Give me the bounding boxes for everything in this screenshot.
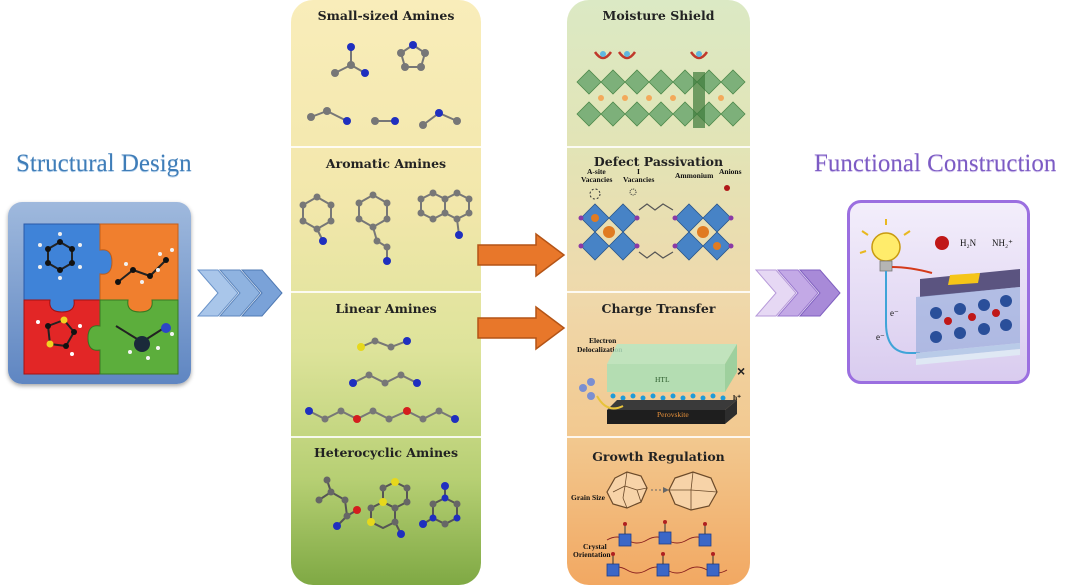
i-vacancies-label: Vacancies xyxy=(623,175,655,184)
anions-label: Anions xyxy=(719,167,742,176)
small-amine-molecules xyxy=(307,41,461,129)
amine-types-panel: Small-sized Amines Aromatic Amines Linea… xyxy=(291,0,481,585)
function-panel: Moisture Shield Defect Passivation Charg… xyxy=(567,0,750,585)
defect-passivation-illustration xyxy=(578,185,734,261)
section-divider xyxy=(567,146,750,148)
small-amines-title: Small-sized Amines xyxy=(317,8,455,23)
structural-design-title: Structural Design xyxy=(16,150,192,177)
growth-regulation-title: Growth Regulation xyxy=(592,449,725,464)
hole-label: h⁺ xyxy=(733,393,742,402)
arrow-right-icon xyxy=(477,232,566,278)
arrow-right-icon xyxy=(477,305,566,351)
perovskite-label: Perovskite xyxy=(657,410,689,419)
charge-transfer-title: Charge Transfer xyxy=(601,301,716,316)
linear-amine-molecules xyxy=(305,337,459,423)
electron-label: Electron xyxy=(589,336,617,345)
functional-construction-title: Functional Construction xyxy=(814,150,1057,177)
growth-regulation-illustration xyxy=(606,471,728,577)
orientation-label: Orientation xyxy=(573,550,611,559)
section-divider xyxy=(567,291,750,293)
a-site-vacancies-label: Vacancies xyxy=(581,175,613,184)
i-label: I xyxy=(637,167,640,176)
electron-symbol: e⁻ xyxy=(876,332,885,342)
section-divider xyxy=(291,436,481,438)
formula-left: H₂N xyxy=(960,238,977,248)
electron-symbol: e⁻ xyxy=(890,308,899,318)
grain-size-label: Grain Size xyxy=(571,493,605,502)
chevron-right-icon xyxy=(754,269,841,317)
aromatic-amine-molecules xyxy=(299,189,473,265)
moisture-shield-illustration xyxy=(576,51,746,128)
chevron-right-icon xyxy=(196,269,283,317)
device-image: H₂N NH₂⁺ e⁻ e⁻ xyxy=(847,200,1030,384)
puzzle-image xyxy=(8,202,191,384)
linear-amines-title: Linear Amines xyxy=(335,301,437,316)
htl-label: HTL xyxy=(655,375,670,384)
ammonium-label: Ammonium xyxy=(675,171,714,180)
section-divider xyxy=(291,291,481,293)
delocalization-label: Delocalization xyxy=(577,345,623,354)
a-site-label: A-site xyxy=(587,167,606,176)
svg-text:×: × xyxy=(737,363,745,379)
heterocyclic-amine-molecules xyxy=(315,476,461,538)
section-divider xyxy=(291,146,481,148)
crystal-label: Crystal xyxy=(583,542,607,551)
aromatic-amines-title: Aromatic Amines xyxy=(325,156,447,171)
moisture-shield-title: Moisture Shield xyxy=(602,8,715,23)
charge-transfer-illustration: × xyxy=(579,344,745,424)
formula-right: NH₂⁺ xyxy=(992,238,1013,248)
section-divider xyxy=(567,436,750,438)
defect-passivation-title: Defect Passivation xyxy=(593,154,724,169)
heterocyclic-amines-title: Heterocyclic Amines xyxy=(313,445,459,460)
